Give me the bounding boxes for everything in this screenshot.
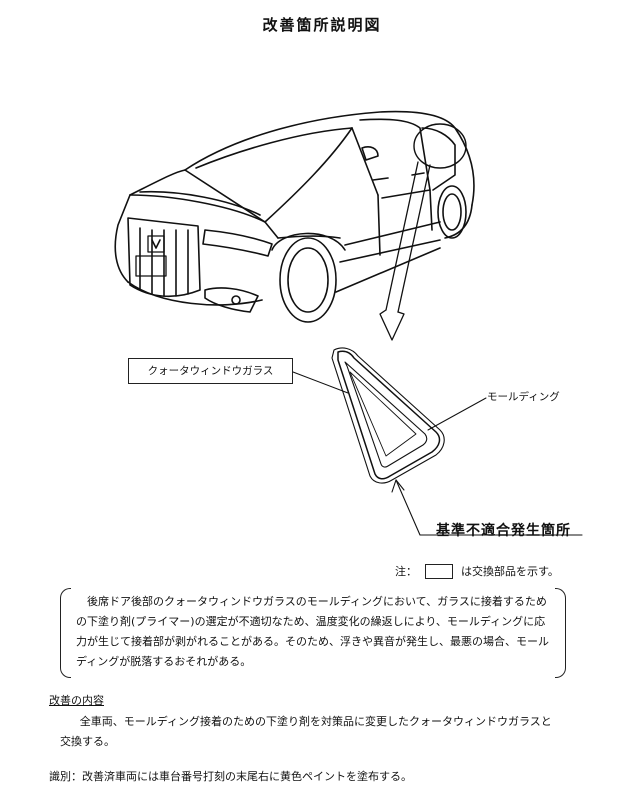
improvement-body: 全車両、モールディング接着のための下塗り剤を対策品に変更したクォータウィンドウガ… [49,712,589,752]
highlight-circle [413,123,467,169]
bracket-right [555,588,566,678]
note-suffix: は交換部品を示す。 [461,565,559,578]
replacement-note: 注： は交換部品を示す。 [395,563,559,579]
bracket-left [60,588,71,678]
leader-glass [292,371,349,394]
quarter-window-glass-label: クォータウィンドウガラス [128,358,293,384]
quarter-window-part [331,347,445,484]
car-drawing [114,110,475,323]
page-title: 改善箇所説明図 [262,16,382,34]
improvement-heading: 改善の内容 [49,694,104,707]
molding-label: モールディング [487,391,560,403]
note-prefix: 注： [395,565,417,578]
pointer-arrow [379,161,431,341]
description-text: 後席ドア後部のクォータウィンドウガラスのモールディングにおいて、ガラスに接着する… [76,595,549,668]
defect-location-label: 基準不適合発生箇所 [436,523,571,539]
improvement-line-2: 交換する。 [60,735,115,748]
improvement-line-1: 全車両、モールディング接着のための下塗り剤を対策品に変更したクォータウィンドウガ… [79,715,552,728]
identification-note: 識別：改善済車両には車台番号打刻の末尾右に黄色ペイントを塗布する。 [49,770,412,783]
legend-box [425,563,453,579]
defect-description: 後席ドア後部のクォータウィンドウガラスのモールディングにおいて、ガラスに接着する… [60,588,566,678]
defect-arrow [391,479,583,536]
leader-molding [427,397,487,431]
